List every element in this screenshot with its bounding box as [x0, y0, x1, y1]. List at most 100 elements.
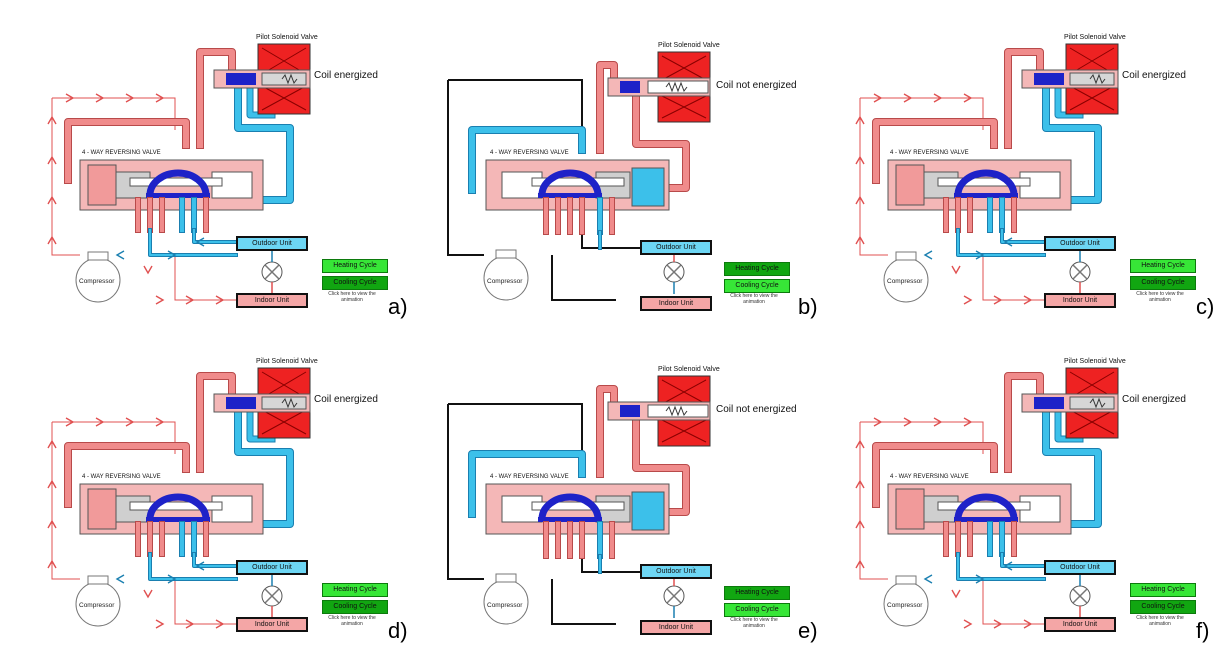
panel-letter: d)	[388, 618, 408, 643]
pilot-slide	[1034, 73, 1064, 85]
flow-arrow	[975, 250, 985, 260]
spring	[281, 397, 298, 409]
capillary-right	[235, 87, 293, 203]
panel-letter: a)	[388, 294, 408, 319]
expansion-valve-cross	[1072, 264, 1088, 280]
reversing-valve-schematic	[47, 43, 311, 305]
flow-arrow	[855, 155, 865, 165]
compressor-top	[895, 575, 917, 585]
indoor-unit-box: Indoor Unit	[640, 620, 712, 635]
solenoid-hatch	[661, 55, 707, 119]
valve-end-right	[631, 491, 665, 531]
compressor-label: Compressor	[487, 278, 523, 285]
reversing-valve-label: 4 - WAY REVERSING VALVE	[890, 150, 969, 156]
flow-arrow	[47, 439, 57, 449]
pilot-solenoid-label: Pilot Solenoid Valve	[658, 42, 720, 49]
valve-end-left	[895, 164, 925, 206]
heating-cycle-button[interactable]: Heating Cycle	[1130, 259, 1196, 273]
heating-cycle-button[interactable]: Heating Cycle	[724, 262, 790, 276]
cooling-cycle-button[interactable]: Cooling Cycle	[322, 276, 388, 290]
panel-letter: e)	[798, 618, 818, 643]
slide-base	[954, 517, 1018, 522]
panel-letter: f)	[1196, 618, 1210, 643]
flow-arrow	[855, 195, 865, 205]
expansion-valve-cross	[1072, 588, 1088, 604]
pilot-solenoid-label: Pilot Solenoid Valve	[1064, 358, 1126, 365]
flow-arrow	[155, 417, 165, 427]
cooling-cycle-button[interactable]: Cooling Cycle	[724, 603, 790, 617]
compressor-label: Compressor	[79, 278, 115, 285]
flow-arrow	[185, 619, 195, 629]
flow-arrow	[963, 93, 973, 103]
flow-arrow	[143, 265, 153, 275]
heating-cycle-button[interactable]: Heating Cycle	[322, 259, 388, 273]
flow-arrow	[855, 559, 865, 569]
spring	[1089, 397, 1106, 409]
capillary-left	[65, 119, 189, 183]
plunger	[647, 404, 709, 418]
flow-arrow	[47, 155, 57, 165]
solenoid-hatch	[661, 379, 707, 443]
flow-arrow	[47, 195, 57, 205]
piston-rod	[129, 177, 223, 187]
flow-arrow	[155, 295, 165, 305]
cooling-cycle-button[interactable]: Cooling Cycle	[1130, 600, 1196, 614]
flow-arrow	[167, 574, 177, 584]
cooling-cycle-button[interactable]: Cooling Cycle	[1130, 276, 1196, 290]
flow-arrow	[47, 519, 57, 529]
heating-cycle-button[interactable]: Heating Cycle	[322, 583, 388, 597]
outdoor-unit-box: Outdoor Unit	[236, 236, 308, 251]
indoor-unit-box: Indoor Unit	[640, 296, 712, 311]
heating-cycle-button[interactable]: Heating Cycle	[1130, 583, 1196, 597]
heating-cycle-button[interactable]: Heating Cycle	[724, 586, 790, 600]
flow-arrow	[855, 115, 865, 125]
piston-rod	[937, 501, 1031, 511]
capillary-suction	[247, 411, 275, 442]
capillary-pilot	[1005, 373, 1043, 472]
outdoor-unit-box: Outdoor Unit	[236, 560, 308, 575]
slide-base	[146, 517, 210, 522]
pilot-solenoid-label: Pilot Solenoid Valve	[256, 34, 318, 41]
indoor-unit-box: Indoor Unit	[1044, 293, 1116, 308]
flow-arrow	[855, 439, 865, 449]
flow-arrow	[125, 417, 135, 427]
indoor-unit-box: Indoor Unit	[236, 617, 308, 632]
expansion-valve-cross	[666, 588, 682, 604]
cooling-cycle-button[interactable]: Cooling Cycle	[322, 600, 388, 614]
spring	[281, 73, 298, 85]
compressor-top	[895, 251, 917, 261]
valve-end-left	[87, 488, 117, 530]
capillary-pilot-outline	[1004, 48, 1044, 149]
compressor-top	[495, 573, 517, 583]
slide-base	[146, 193, 210, 198]
capillary-left	[873, 443, 997, 507]
piston-rod	[531, 501, 625, 511]
cooling-cycle-button[interactable]: Cooling Cycle	[724, 279, 790, 293]
flow-arrow	[115, 574, 125, 584]
flow-arrow	[167, 250, 177, 260]
outdoor-line	[149, 229, 237, 256]
coil-state-label: Coil energized	[314, 394, 378, 405]
pilot-slide	[620, 405, 640, 417]
flow-arrow	[47, 115, 57, 125]
flow-arrow	[963, 619, 973, 629]
animation-hint: Click here to view the animation	[1136, 615, 1184, 627]
expansion-valve-cross	[666, 264, 682, 280]
capillary-suction	[1055, 87, 1083, 118]
outdoor-feed	[1001, 553, 1045, 567]
panel-letter: b)	[798, 294, 818, 319]
flow-arrow	[923, 250, 933, 260]
flow-arrow	[215, 619, 225, 629]
reversing-valve-label: 4 - WAY REVERSING VALVE	[490, 150, 569, 156]
flow-arrow	[115, 250, 125, 260]
compressor-label: Compressor	[887, 602, 923, 609]
expansion-valve-cross	[264, 264, 280, 280]
outdoor-feed	[193, 553, 237, 567]
pilot-slide	[226, 397, 256, 409]
plunger	[261, 72, 307, 86]
animation-hint: Click here to view the animation	[730, 617, 778, 629]
capillary-pilot-outline	[196, 48, 236, 149]
capillary-left	[873, 119, 997, 183]
capillary-right	[235, 411, 293, 527]
